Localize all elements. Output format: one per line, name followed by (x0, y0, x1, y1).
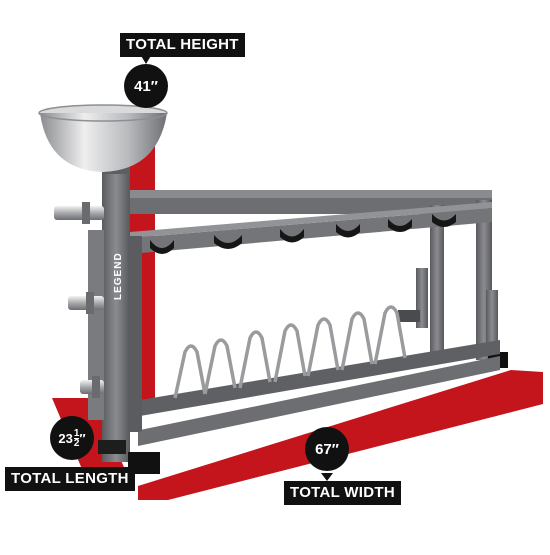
length-value-badge: 23 1 2 ″ (50, 416, 94, 460)
width-value: 67″ (315, 440, 339, 458)
length-value-denominator: 2 (73, 437, 80, 449)
legend-logo: LEGEND (113, 252, 124, 300)
height-value: 41″ (134, 77, 158, 95)
length-value-unit: ″ (79, 430, 86, 446)
length-value-numerator: 1 (73, 427, 80, 439)
plate-dividers (173, 305, 407, 399)
bar-cradles (150, 214, 456, 254)
length-value-whole: 23 (58, 430, 73, 446)
accessory-bowl (38, 104, 168, 174)
height-value-badge: 41″ (124, 64, 168, 108)
total-width-label: TOTAL WIDTH (284, 481, 401, 505)
length-value-fraction: 1 2 (73, 427, 80, 449)
total-height-label: TOTAL HEIGHT (120, 33, 245, 57)
width-pointer (321, 473, 333, 481)
total-length-label: TOTAL LENGTH (5, 467, 135, 491)
plate-pegs (54, 202, 104, 398)
width-value-badge: 67″ (305, 427, 349, 471)
